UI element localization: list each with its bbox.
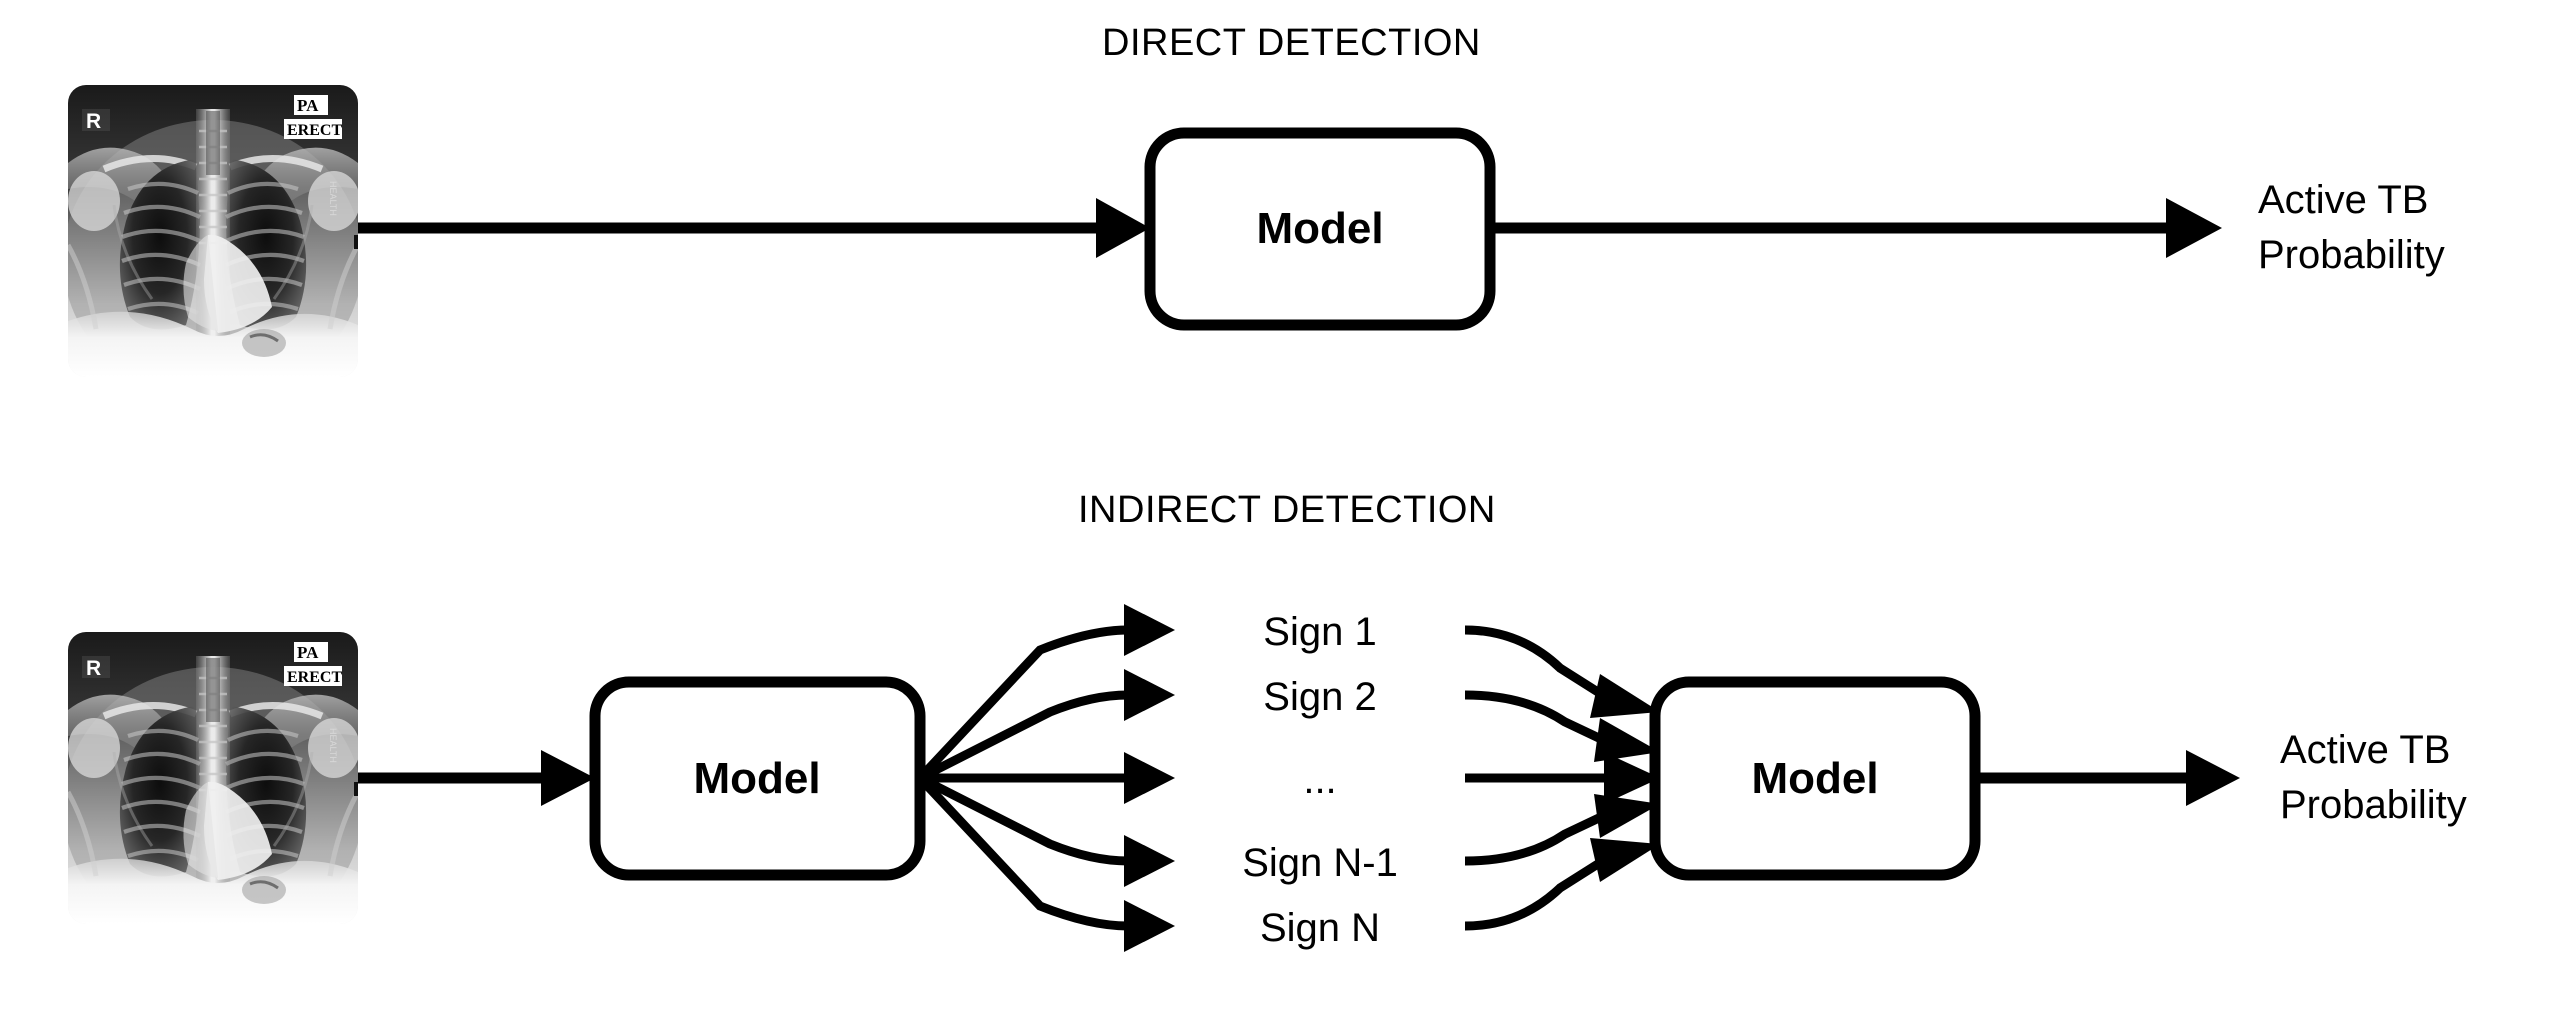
model-box-indirect-first: Model [589, 676, 926, 881]
output-label-indirect-line1: Active TB [2280, 728, 2450, 772]
model-box-label-indirect-second: Model [1751, 754, 1878, 803]
xray-image-direct [63, 85, 363, 400]
model-box-label-direct: Model [1256, 204, 1383, 253]
sign-label-2: Sign 2 [1263, 675, 1376, 719]
model-box-indirect-second: Model [1649, 676, 1981, 881]
sign-label-n-minus-1: Sign N-1 [1242, 841, 1398, 885]
section-direct-detection: DIRECT DETECTION Model [63, 22, 2445, 400]
sign-label-ellipsis: ... [1303, 758, 1336, 802]
arrow-model-to-output-direct [1490, 198, 2222, 258]
model-box-label-indirect-first: Model [693, 754, 820, 803]
output-label-direct-line1: Active TB [2258, 178, 2428, 222]
arrow-xray-to-model-indirect [358, 750, 595, 806]
fanin-arrows-signs [1464, 625, 1660, 931]
section-indirect-detection: INDIRECT DETECTION Model [63, 489, 2467, 952]
sign-label-n: Sign N [1260, 906, 1380, 950]
section-title-indirect: INDIRECT DETECTION [1078, 489, 1496, 531]
xray-image-indirect [63, 632, 363, 947]
sign-label-1: Sign 1 [1263, 610, 1376, 654]
section-title-direct: DIRECT DETECTION [1102, 22, 1481, 64]
arrow-xray-to-model-direct [358, 198, 1150, 258]
arrow-model-to-output-indirect [1975, 750, 2240, 806]
fanout-arrows-signs [916, 604, 1175, 952]
sign-labels: Sign 1 Sign 2 ... Sign N-1 Sign N [1242, 610, 1398, 950]
output-label-direct-line2: Probability [2258, 233, 2445, 277]
output-label-indirect-line2: Probability [2280, 783, 2467, 827]
output-label-indirect: Active TB Probability [2280, 728, 2467, 827]
output-label-direct: Active TB Probability [2258, 178, 2445, 277]
model-box-direct: Model [1144, 127, 1496, 331]
